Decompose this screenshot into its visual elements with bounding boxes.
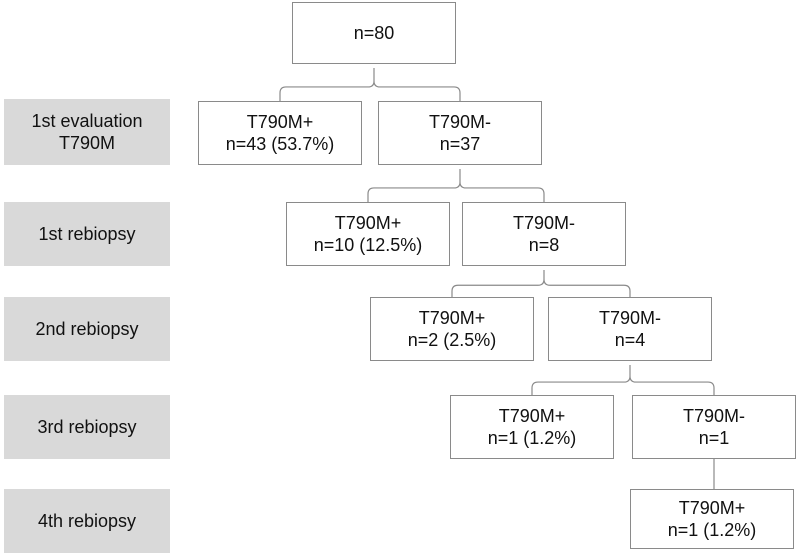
node-text: T790M+ (334, 213, 402, 233)
node-r2_neg: T790M-n=4 (548, 297, 712, 361)
node-text: n=1 (698, 428, 730, 448)
stage-label-r4: 4th rebiopsy (4, 489, 170, 553)
node-root: n=80 (292, 2, 456, 64)
node-text: T790M- (428, 112, 491, 132)
stage-label-text: 2nd rebiopsy (35, 319, 139, 339)
stage-label-text: T790M (58, 133, 116, 153)
node-text: T790M+ (498, 406, 566, 426)
stage-label-text: 3rd rebiopsy (37, 417, 137, 437)
node-text: T790M+ (246, 112, 314, 132)
node-text: T790M+ (678, 498, 746, 518)
node-text: n=37 (439, 134, 481, 154)
stage-label-text: 4th rebiopsy (37, 511, 137, 531)
node-text: T790M- (598, 308, 661, 328)
node-text: n=10 (12.5%) (313, 235, 423, 255)
stage-label-text: 1st evaluation (31, 111, 143, 131)
node-text: n=8 (528, 235, 560, 255)
node-text: T790M- (682, 406, 745, 426)
node-text: n=4 (614, 330, 646, 350)
node-r3_neg: T790M-n=1 (632, 395, 796, 459)
connector-r2_neg (531, 365, 715, 395)
node-r3_pos: T790M+n=1 (1.2%) (450, 395, 614, 459)
node-e_neg: T790M-n=37 (378, 101, 542, 165)
stage-label-r2: 2nd rebiopsy (4, 297, 170, 361)
node-text: n=43 (53.7%) (225, 134, 335, 154)
node-r1_pos: T790M+n=10 (12.5%) (286, 202, 450, 266)
stage-label-text: 1st rebiopsy (38, 224, 136, 244)
stage-label-r3: 3rd rebiopsy (4, 395, 170, 459)
node-text: T790M- (512, 213, 575, 233)
node-text: n=2 (2.5%) (407, 330, 497, 350)
node-r2_pos: T790M+n=2 (2.5%) (370, 297, 534, 361)
node-r4_pos: T790M+n=1 (1.2%) (630, 489, 794, 549)
connector-e_neg (367, 169, 545, 202)
stage-label-r1: 1st rebiopsy (4, 202, 170, 266)
node-text: n=80 (353, 23, 395, 43)
connector-r1_neg (451, 270, 631, 297)
node-r1_neg: T790M-n=8 (462, 202, 626, 266)
node-text: T790M+ (418, 308, 486, 328)
connector-root (279, 68, 461, 101)
node-e_pos: T790M+n=43 (53.7%) (198, 101, 362, 165)
node-text: n=1 (1.2%) (487, 428, 577, 448)
node-text: n=1 (1.2%) (667, 520, 757, 540)
